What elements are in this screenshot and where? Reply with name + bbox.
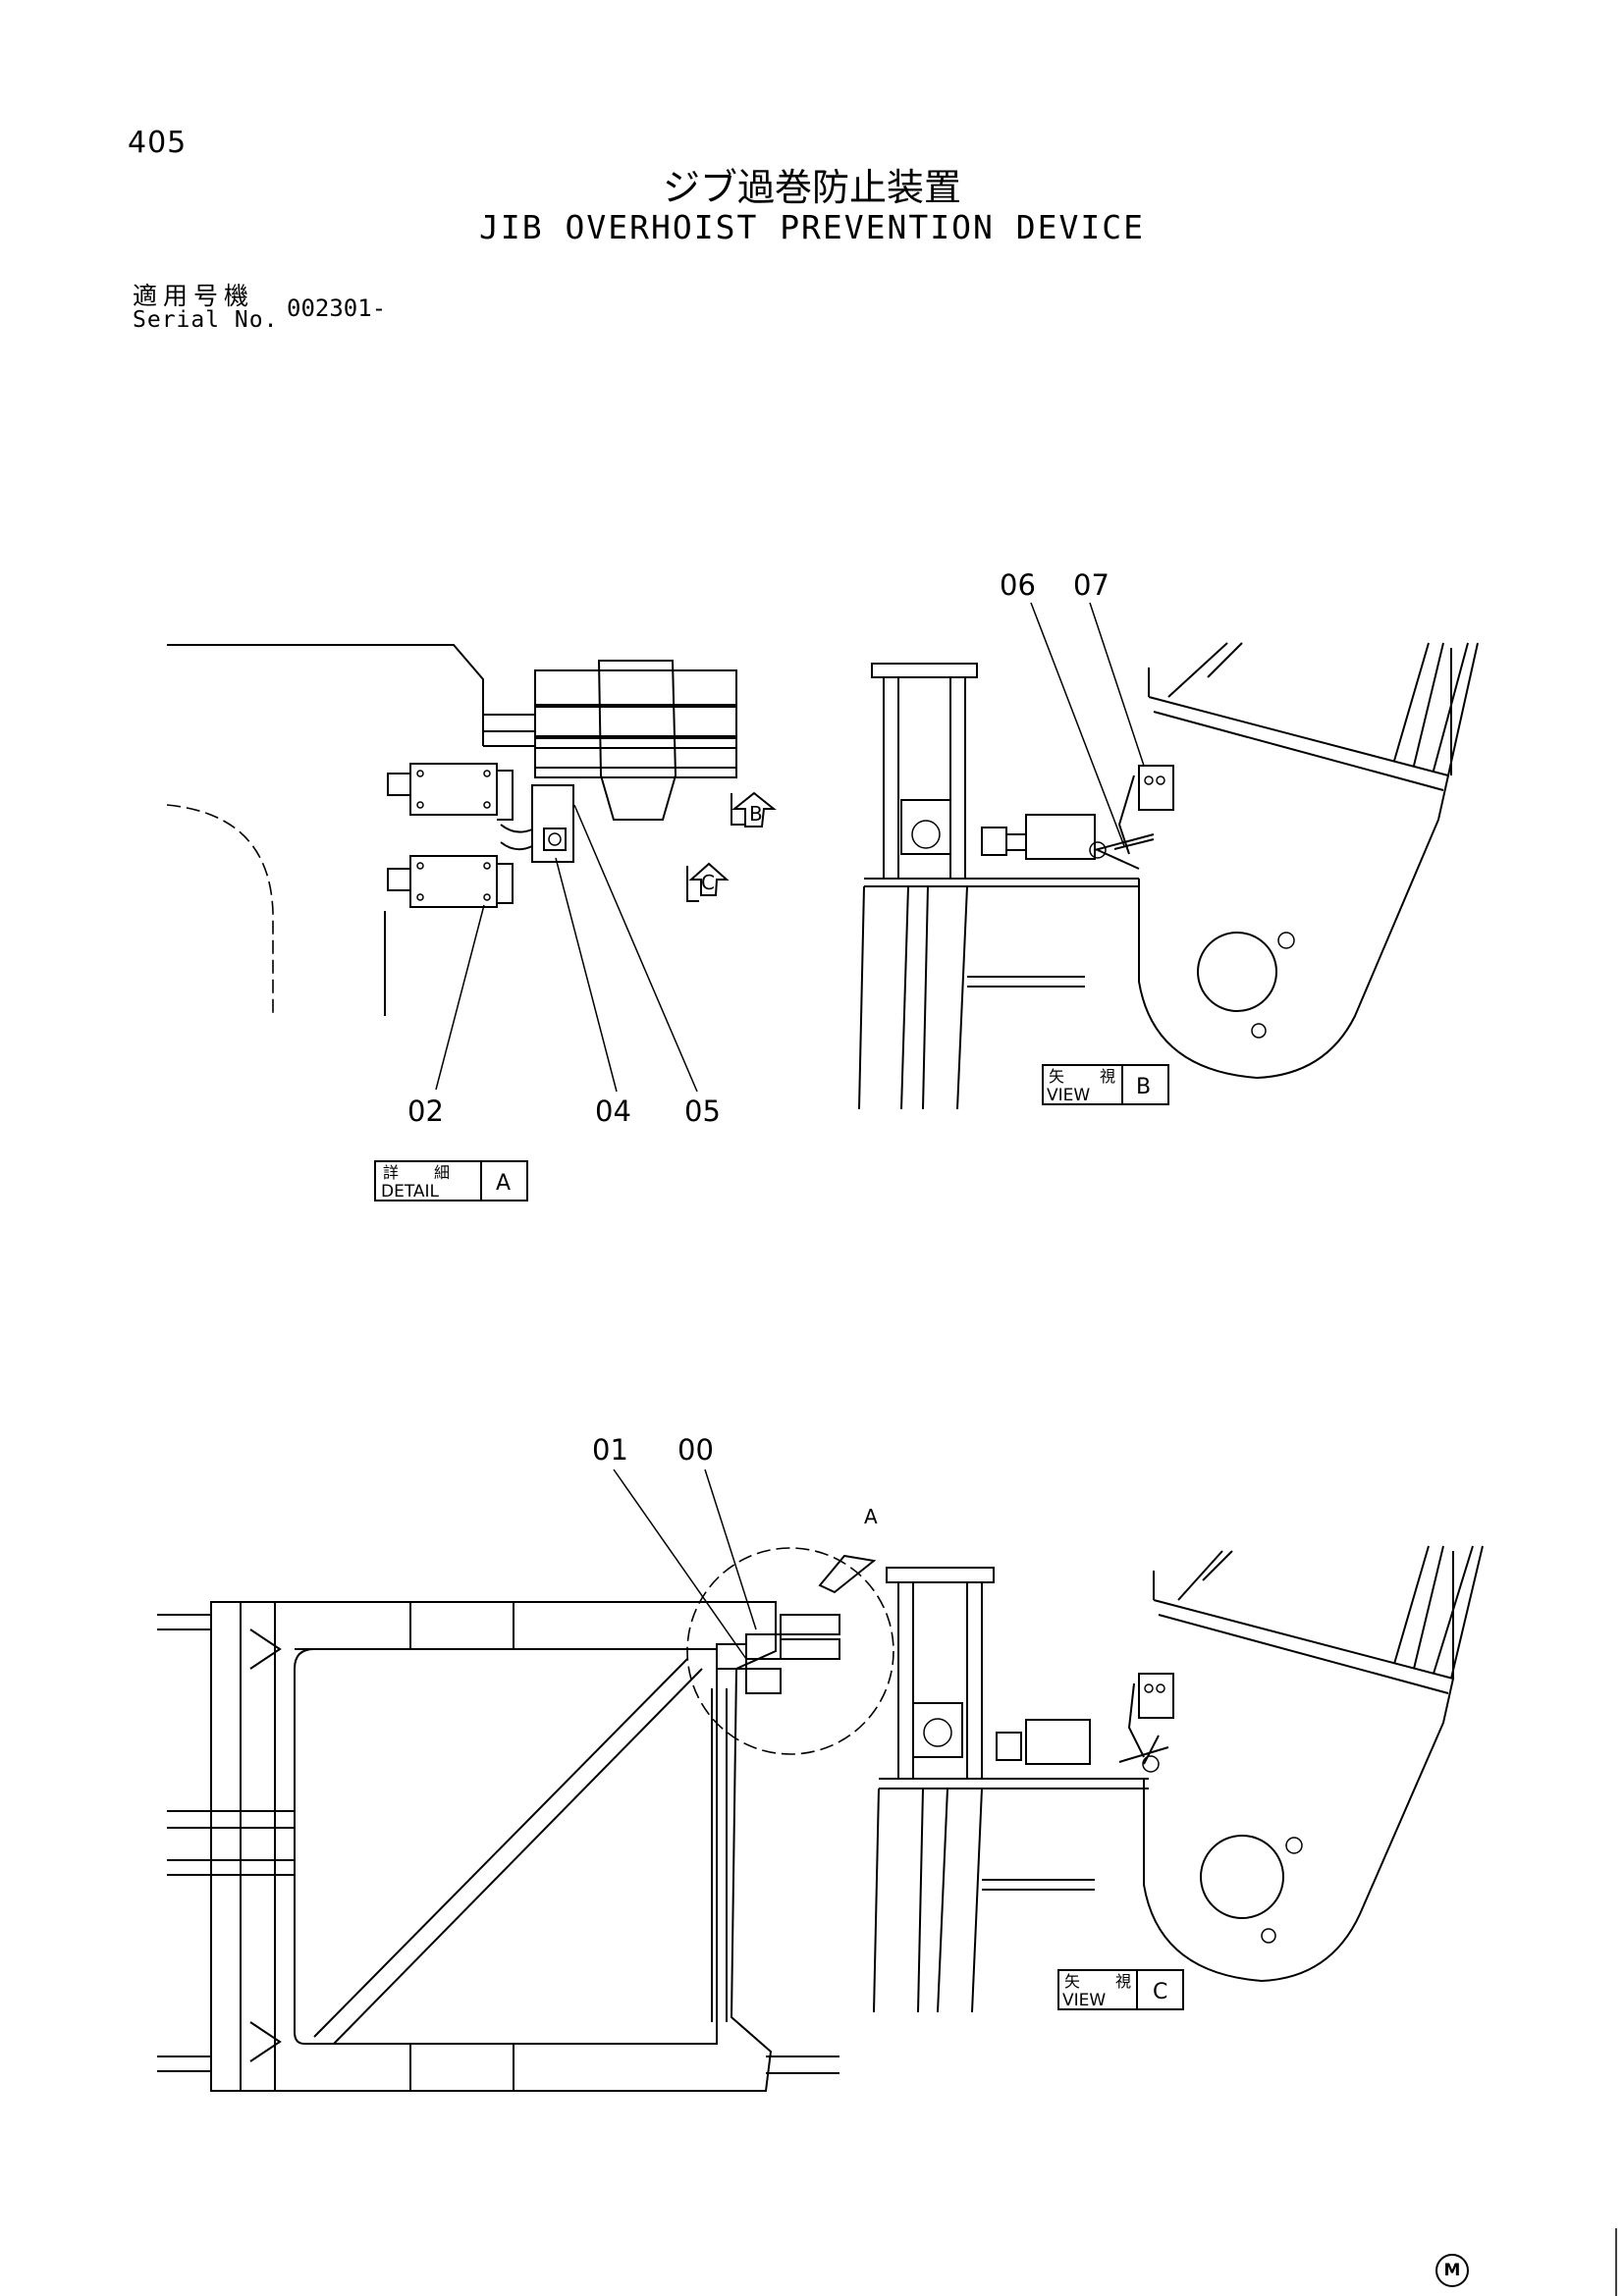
serial-label-japanese: 適用号機 (133, 282, 255, 310)
callout-04: 04 (595, 1095, 631, 1128)
page-title-english: JIB OVERHOIST PREVENTION DEVICE (479, 208, 1145, 246)
view-b-label-english: VIEW (1047, 1086, 1090, 1105)
callout-05: 05 (684, 1095, 721, 1128)
m-mark-symbol: M (1435, 2254, 1469, 2287)
serial-label-english: Serial No. (133, 307, 279, 333)
detail-a-letter: A (496, 1171, 511, 1196)
view-c-letter: C (1153, 1980, 1167, 2004)
view-c-label-english: VIEW (1062, 1991, 1106, 2010)
callout-06: 06 (1000, 568, 1036, 602)
callout-07: 07 (1073, 568, 1110, 602)
page-title-japanese: ジブ過巻防止装置 (662, 166, 961, 209)
view-c-label-japanese: 矢 視 (1064, 1972, 1141, 1991)
view-arrow-b-letter: B (749, 802, 763, 826)
view-arrow-c-letter: C (701, 871, 715, 894)
page-number: 405 (128, 126, 188, 160)
detail-a-marker: A (864, 1505, 878, 1528)
callout-01: 01 (592, 1433, 628, 1467)
view-b-letter: B (1136, 1075, 1151, 1099)
detail-a-label-japanese: 詳 細 (383, 1163, 460, 1182)
serial-number-value: 002301- (287, 294, 387, 322)
view-b-label-japanese: 矢 視 (1049, 1067, 1125, 1086)
callout-02: 02 (407, 1095, 444, 1128)
view-c-drawing: 矢 視 VIEW C (874, 1546, 1483, 2012)
detail-a-drawing: B C 02 04 05 詳 細 DETAIL A (167, 645, 774, 1201)
view-b-drawing: 06 07 矢 視 VIEW B (859, 568, 1478, 1109)
overall-view-drawing: A 01 00 (157, 1433, 893, 2091)
detail-a-label-english: DETAIL (381, 1182, 440, 1201)
callout-00: 00 (677, 1433, 714, 1467)
